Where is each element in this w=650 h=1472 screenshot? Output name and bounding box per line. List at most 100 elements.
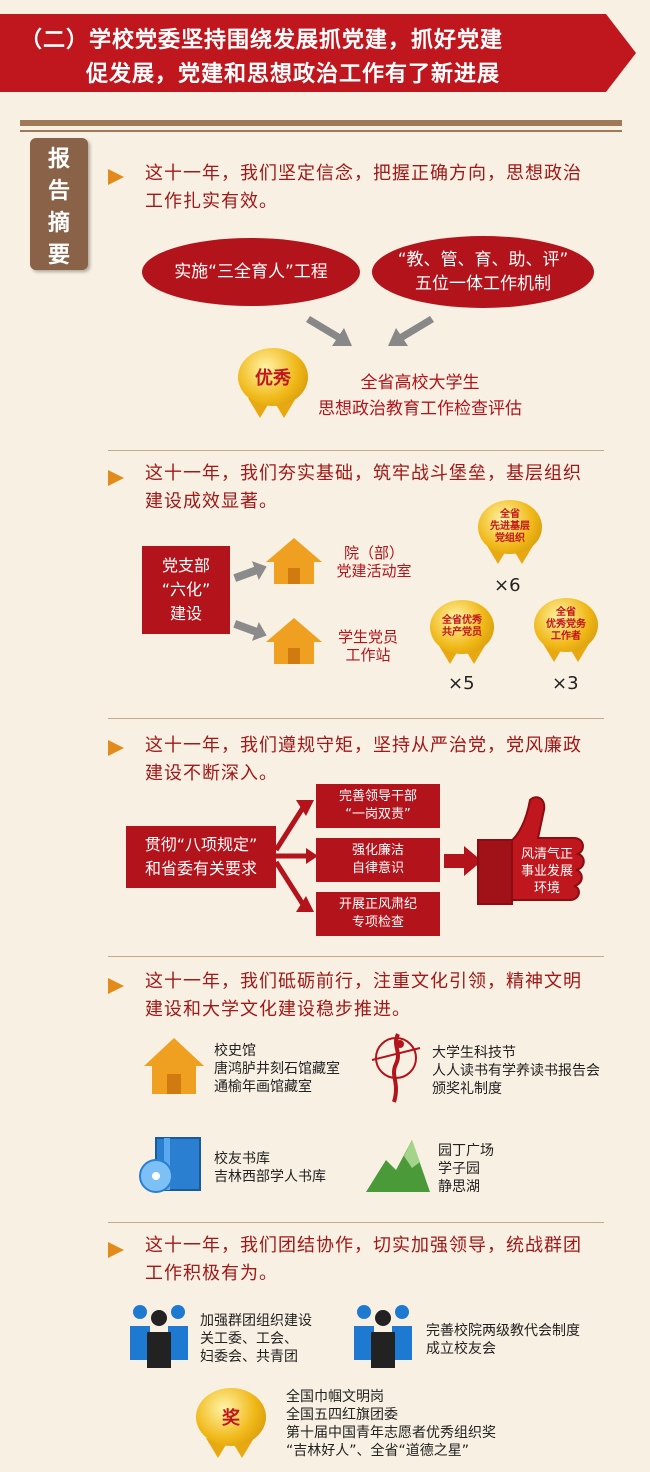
book-cd-icon bbox=[139, 1137, 201, 1193]
section1-heading: 这十一年，我们坚定信念，把握正确方向，思想政治工作扎实有效。 bbox=[145, 163, 582, 212]
list-item: 人人读书有学养读书报告会 bbox=[432, 1063, 600, 1079]
list-item: 唐鸿胪井刻石馆藏室 bbox=[214, 1061, 340, 1077]
medal2-line2: 共产党员 bbox=[442, 627, 482, 638]
banner-title-line1: （二）学校党委坚持围绕发展抓党建，抓好党建 bbox=[20, 28, 504, 53]
medal-label: 优秀 bbox=[255, 368, 291, 389]
section-divider bbox=[108, 1222, 604, 1223]
measure-box-2: 强化廉洁 自律意识 bbox=[316, 838, 440, 882]
group-work-2: 完善校院两级教代会制度 成立校友会 bbox=[426, 1322, 580, 1358]
excellent-medal-icon: 优秀 bbox=[238, 348, 308, 428]
section2-heading: 这十一年，我们夯实基础，筑牢战斗堡垒，基层组织建设成效显著。 bbox=[145, 463, 582, 512]
left-line2: 和省委有关要求 bbox=[144, 859, 257, 878]
list-item: “吉林好人”、全省“道德之星” bbox=[286, 1443, 470, 1459]
culture-group-3: 校友书库 吉林西部学人书库 bbox=[214, 1150, 326, 1186]
medal3-count: ×3 bbox=[552, 673, 579, 694]
culture-group-1: 校史馆 唐鸿胪井刻石馆藏室 通榆年画馆藏室 bbox=[214, 1042, 340, 1096]
list-item: 园丁广场 bbox=[438, 1143, 494, 1159]
mountain-icon bbox=[366, 1140, 430, 1192]
section3-heading: 这十一年，我们遵规守矩，坚持从严治党，党风廉政建设不断深入。 bbox=[145, 735, 582, 784]
list-item: 大学生科技节 bbox=[432, 1045, 516, 1061]
six-modernization-box: 党支部 “六化” 建设 bbox=[142, 546, 230, 634]
section-divider bbox=[108, 956, 604, 957]
culture-group-4: 园丁广场 学子园 静思湖 bbox=[438, 1142, 494, 1196]
ellipse-five-in-one: “教、管、育、助、评” 五位一体工作机制 bbox=[372, 236, 594, 308]
title-banner: （二）学校党委坚持围绕发展抓党建，抓好党建 促发展，党建和思想政治工作有了新进展 bbox=[0, 14, 636, 92]
box-line2: “六化” bbox=[161, 580, 211, 599]
section5-heading: 这十一年，我们团结协作，切实加强领导，统战群团工作积极有为。 bbox=[145, 1235, 582, 1284]
item3-line2: 专项检查 bbox=[351, 915, 404, 930]
item2-line2: 自律意识 bbox=[351, 861, 404, 876]
house2-line2: 工作站 bbox=[345, 646, 391, 664]
ellipse-left-text: 实施“三全育人”工程 bbox=[174, 262, 328, 282]
measure-box-3: 开展正风肃纪 专项检查 bbox=[316, 892, 440, 936]
tag-char: 报 bbox=[47, 147, 70, 172]
list-item: 静思湖 bbox=[438, 1179, 480, 1195]
medal-icon: 全省 先进基层 党组织 bbox=[478, 500, 542, 572]
tag-char: 告 bbox=[47, 179, 70, 204]
medal3-line3: 工作者 bbox=[551, 631, 581, 642]
summary-tag: 报 告 摘 要 bbox=[30, 138, 88, 270]
house2-line1: 学生党员 bbox=[337, 628, 398, 646]
evaluation-result: 全省高校大学生 思想政治教育工作检查评估 bbox=[300, 370, 540, 422]
big-arrow-icon bbox=[444, 846, 482, 876]
list-item: 颁奖礼制度 bbox=[432, 1081, 502, 1097]
group-people-icon bbox=[354, 1305, 412, 1368]
result-line2: 思想政治教育工作检查评估 bbox=[318, 399, 522, 419]
result-line1: 全省高校大学生 bbox=[360, 373, 480, 393]
house1-label: 院（部） 党建活动室 bbox=[326, 544, 422, 580]
arrow-left-icon bbox=[306, 316, 352, 346]
medal3-line2: 优秀党务 bbox=[546, 619, 586, 630]
list-item: 完善校院两级教代会制度 bbox=[426, 1323, 580, 1339]
ellipse-three-education: 实施“三全育人”工程 bbox=[142, 238, 360, 306]
thumb-line2: 事业发展 bbox=[520, 864, 573, 879]
list-item: 第十届中国青年志愿者优秀组织奖 bbox=[286, 1425, 496, 1441]
medal-icon: 全省优秀 共产党员 bbox=[430, 600, 494, 672]
medal-icon: 全省 优秀党务 工作者 bbox=[534, 598, 598, 670]
bullet-arrow-icon bbox=[108, 1242, 124, 1258]
bullet-arrow-icon bbox=[108, 169, 124, 185]
ellipse-right-line2: 五位一体工作机制 bbox=[415, 274, 551, 294]
list-item: 通榆年画馆藏室 bbox=[214, 1079, 312, 1095]
list-item: 吉林西部学人书库 bbox=[214, 1169, 326, 1185]
arrow-right-icon bbox=[388, 316, 434, 346]
group-people-icon bbox=[130, 1305, 188, 1368]
list-item: 成立校友会 bbox=[426, 1341, 496, 1357]
tag-char: 摘 bbox=[47, 211, 70, 236]
awards-list: 全国巾帼文明岗 全国五四红旗团委 第十届中国青年志愿者优秀组织奖 “吉林好人”、… bbox=[286, 1388, 496, 1460]
measure-box-1: 完善领导干部 “一岗双责” bbox=[316, 784, 440, 828]
thumb-line3: 环境 bbox=[533, 881, 560, 896]
item1-line1: 完善领导干部 bbox=[338, 789, 417, 804]
section4-heading: 这十一年，我们砥砺前行，注重文化引领，精神文明建设和大学文化建设稳步推进。 bbox=[145, 971, 582, 1020]
list-item: 全国巾帼文明岗 bbox=[286, 1389, 384, 1405]
medal1-count: ×6 bbox=[494, 575, 521, 596]
list-item: 关工委、工会、 bbox=[200, 1331, 298, 1347]
medal1-line2: 先进基层 bbox=[490, 521, 530, 532]
list-item: 学子园 bbox=[438, 1161, 480, 1177]
house1-line1: 院（部） bbox=[343, 544, 404, 562]
item1-line2: “一岗双责” bbox=[345, 807, 411, 822]
award-medal-icon: 奖 bbox=[196, 1388, 266, 1468]
ellipse-right-line1: “教、管、育、助、评” bbox=[397, 250, 569, 270]
list-item: 校史馆 bbox=[214, 1043, 256, 1059]
eight-rules-box: 贯彻“八项规定” 和省委有关要求 bbox=[126, 826, 276, 888]
house-icon bbox=[144, 1038, 204, 1094]
award-medal-label: 奖 bbox=[222, 1408, 240, 1429]
medal2-line1: 全省优秀 bbox=[442, 615, 482, 626]
arrow-icon bbox=[233, 620, 259, 636]
group-work-1: 加强群团组织建设 关工委、工会、 妇委会、共青团 bbox=[200, 1312, 312, 1366]
banner-title-line2: 促发展，党建和思想政治工作有了新进展 bbox=[86, 62, 501, 87]
branch-arrows-icon bbox=[276, 800, 318, 912]
bullet-arrow-icon bbox=[108, 470, 124, 486]
arrow-icon bbox=[233, 566, 259, 582]
house1-line2: 党建活动室 bbox=[336, 562, 412, 580]
tag-char: 要 bbox=[47, 243, 70, 268]
list-item: 加强群团组织建设 bbox=[200, 1313, 312, 1329]
section-divider bbox=[108, 718, 604, 719]
list-item: 妇委会、共青团 bbox=[200, 1349, 298, 1365]
list-item: 全国五四红旗团委 bbox=[286, 1407, 398, 1423]
section-divider bbox=[108, 450, 604, 451]
house2-label: 学生党员 工作站 bbox=[326, 628, 410, 664]
list-item: 校友书库 bbox=[214, 1151, 270, 1167]
top-divider bbox=[20, 120, 622, 132]
